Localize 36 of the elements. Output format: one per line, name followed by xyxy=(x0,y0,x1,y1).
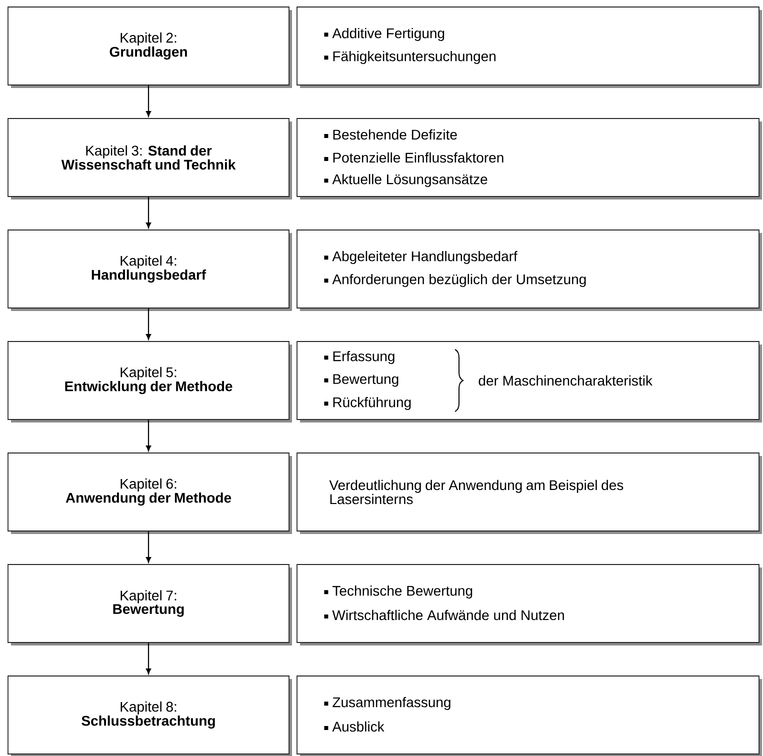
bullet-item: Fähigkeitsuntersuchungen xyxy=(324,50,496,64)
chapter-box: Kapitel 7: Bewertung xyxy=(8,564,292,646)
bullet-item: Bestehende Defizite xyxy=(324,129,457,140)
chapter-box: Kapitel 6: Anwendung der Methode xyxy=(8,452,292,534)
chapter-box: Kapitel 3: Stand der Wissenschaft und Technik xyxy=(8,118,292,200)
content-box xyxy=(296,118,762,200)
bullet-item: Abgeleiteter Handlungsbedarf xyxy=(324,250,518,264)
chapter-box: Kapitel 4: Handlungsbedarf xyxy=(8,230,292,311)
bullet-item: Zusammenfassung xyxy=(324,697,450,710)
bullet-item: Wirtschaftliche Aufwände und Nutzen xyxy=(324,610,564,620)
bullet-item: Potenzielle Einflussfaktoren xyxy=(324,152,504,163)
bullet-item: Aktuelle Lösungsansätze xyxy=(324,174,488,188)
arrow xyxy=(146,531,152,563)
chapter-box: Kapitel 2: Grundlagen xyxy=(8,6,292,88)
arrow xyxy=(146,85,152,117)
chapter-box: Kapitel 5: Entwicklung der Methode xyxy=(8,341,292,422)
arrow xyxy=(146,308,152,340)
bullet-item: Additive Fertigung xyxy=(324,28,444,42)
content-box xyxy=(296,564,762,646)
content-box xyxy=(296,341,762,422)
content-box xyxy=(296,676,762,756)
description-text: der Maschinencharakteristik xyxy=(478,375,652,386)
arrow xyxy=(146,420,152,452)
content-box xyxy=(296,6,762,88)
chapter-box: Kapitel 8: Schlussbetrachtung xyxy=(8,676,292,756)
bullet-item: Ausblick xyxy=(324,721,384,732)
arrow xyxy=(146,196,152,228)
arrow xyxy=(146,642,152,674)
bullet-item: Bewertung xyxy=(324,374,398,387)
content-box xyxy=(296,452,762,534)
bullet-item: Rückführung xyxy=(324,396,411,410)
bullet-item: Anforderungen bezüglich der Umsetzung xyxy=(324,274,586,288)
bullet-item: Erfassung xyxy=(324,350,394,364)
bullet-item: Technische Bewertung xyxy=(324,585,472,599)
description-text: Verdeutlichung der Anwendung am Beispiel des Lasersinterns xyxy=(329,480,624,504)
content-box xyxy=(296,230,762,311)
